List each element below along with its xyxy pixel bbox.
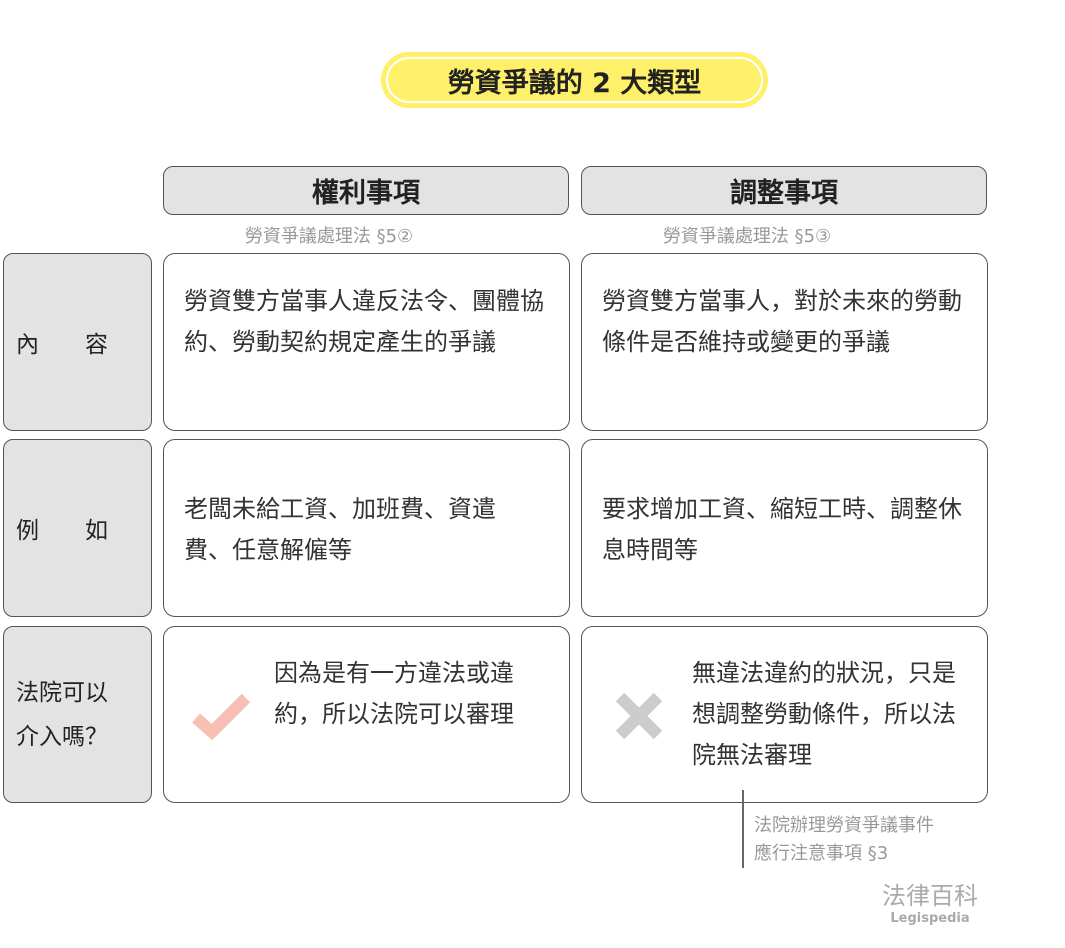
column-source-adjustment: 勞資爭議處理法 §5③ — [662, 226, 832, 247]
title-pill: 勞資爭議的 2 大類型 — [381, 52, 768, 108]
cell-adjust-content: 勞資雙方當事人，對於未來的勞動條件是否維持或變更的爭議 — [581, 253, 988, 431]
row-label-court: 法院可以介入嗎？ — [3, 626, 152, 803]
check-icon — [192, 693, 251, 740]
page-title: 勞資爭議的 2 大類型 — [386, 57, 763, 103]
cell-text: 無違法違約的狀況，只是想調整勞動條件，所以法院無法審理 — [692, 659, 956, 769]
footnote-line: 應行注意事項 §3 — [754, 843, 889, 864]
cell-rights-court: 因為是有一方違法或違約，所以法院可以審理 — [163, 626, 570, 803]
cell-rights-example: 老闆未給工資、加班費、資遣費、任意解僱等 — [163, 439, 570, 617]
column-source-rights: 勞資爭議處理法 §5② — [244, 226, 414, 247]
footnote-divider — [742, 790, 744, 868]
cell-adjust-example: 要求增加工資、縮短工時、調整休息時間等 — [581, 439, 988, 617]
cross-icon — [615, 692, 663, 740]
footnote: 法院辦理勞資爭議事件應行注意事項 §3 — [754, 812, 934, 868]
cell-rights-content: 勞資雙方當事人違反法令、團體協約、勞動契約規定產生的爭議 — [163, 253, 570, 431]
cell-text: 要求增加工資、縮短工時、調整休息時間等 — [602, 495, 962, 564]
logo-zh: 法律百科 — [882, 882, 978, 910]
column-header-adjustment: 調整事項 — [581, 166, 987, 215]
logo: 法律百科 Legispedia — [880, 882, 980, 928]
cell-text: 勞資雙方當事人違反法令、團體協約、勞動契約規定產生的爭議 — [184, 287, 544, 356]
row-label-content: 內 容 — [3, 253, 152, 431]
cell-text: 因為是有一方違法或違約，所以法院可以審理 — [274, 659, 514, 728]
cell-adjust-court: 無違法違約的狀況，只是想調整勞動條件，所以法院無法審理 — [581, 626, 988, 803]
footnote-line: 法院辦理勞資爭議事件 — [754, 815, 934, 836]
row-label-example: 例 如 — [3, 439, 152, 617]
row-label-court-text: 法院可以介入嗎？ — [16, 679, 108, 750]
column-header-rights: 權利事項 — [163, 166, 569, 215]
cell-text: 勞資雙方當事人，對於未來的勞動條件是否維持或變更的爭議 — [602, 287, 962, 356]
logo-en: Legispedia — [890, 911, 970, 926]
cell-text: 老闆未給工資、加班費、資遣費、任意解僱等 — [184, 495, 496, 564]
